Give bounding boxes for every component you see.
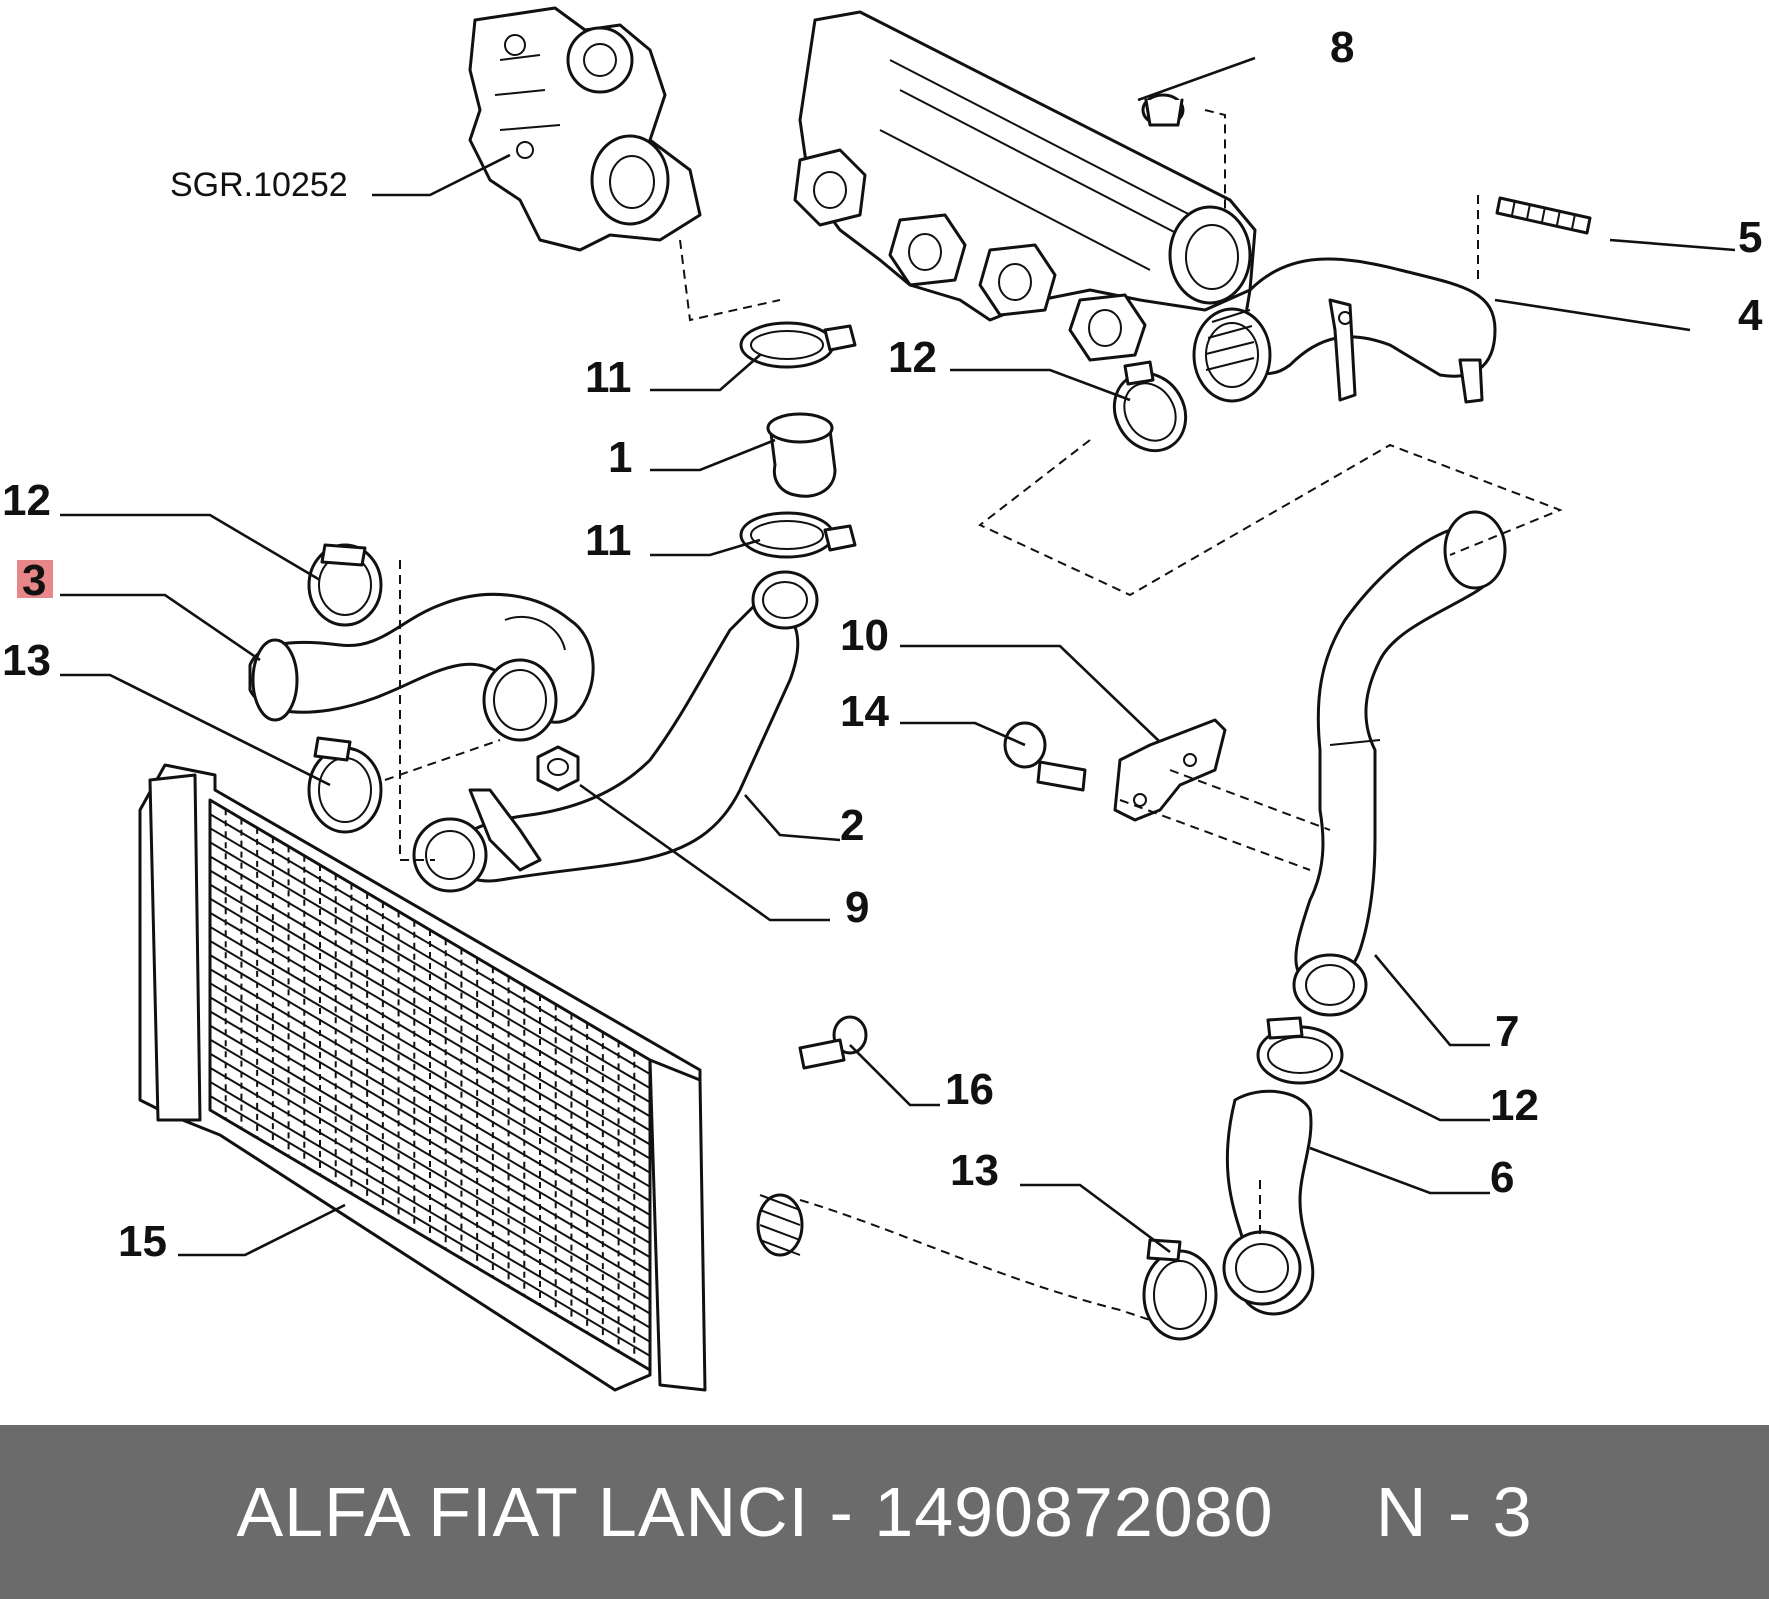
callout-3[interactable]: 3 — [22, 556, 46, 605]
intake-manifold — [793, 10, 1257, 362]
leader-lines — [60, 56, 1736, 1257]
callout-12-top: 12 — [888, 333, 937, 382]
parts-diagram: SGR.10252 8 5 4 11 12 1 11 12 3 13 10 14… — [2, 6, 1763, 1392]
callout-7: 7 — [1495, 1007, 1519, 1056]
callout-12-right: 12 — [1490, 1081, 1539, 1130]
hose-part-3[interactable] — [248, 592, 595, 742]
callout-14: 14 — [840, 687, 889, 736]
callout-3-highlight — [17, 560, 53, 598]
callout-11-top: 11 — [585, 353, 632, 402]
callout-4: 4 — [1738, 291, 1763, 340]
footer-part-info: ALFA FIAT LANCI - 1490872080 N - 3 — [236, 1472, 1532, 1552]
pipe-part-4 — [1192, 257, 1497, 404]
hose-part-1 — [766, 412, 837, 498]
footer-position: N - 3 — [1375, 1473, 1533, 1551]
clamp-12-left — [307, 543, 383, 627]
clamp-12-top-right — [1112, 360, 1188, 453]
callout-9: 9 — [845, 883, 869, 932]
pipe-part-7 — [1292, 510, 1507, 1017]
bolt-part-14 — [1003, 721, 1087, 792]
callout-1: 1 — [608, 433, 632, 482]
footer-brand-part: ALFA FIAT LANCI - 1490872080 — [236, 1473, 1274, 1551]
callout-12-left: 12 — [2, 476, 51, 525]
clamp-11-top — [739, 321, 857, 369]
stud-part-5 — [1495, 196, 1592, 235]
callout-10: 10 — [840, 611, 889, 660]
callout-13-left: 13 — [2, 636, 51, 685]
callout-2: 2 — [840, 801, 864, 850]
clamp-13-left — [307, 736, 383, 834]
hose-part-6 — [1222, 1089, 1315, 1316]
callout-15: 15 — [118, 1217, 167, 1266]
bolt-part-16 — [798, 1015, 868, 1070]
callout-5: 5 — [1738, 213, 1762, 262]
callout-6: 6 — [1490, 1153, 1514, 1202]
callout-13-bottom: 13 — [950, 1146, 999, 1195]
pipe-part-2 — [412, 570, 819, 893]
turbocharger — [468, 6, 702, 252]
callout-11-bottom: 11 — [585, 516, 632, 565]
plug-part-8 — [1141, 93, 1185, 127]
footer-bar: ALFA FIAT LANCI - 1490872080 N - 3 — [0, 1425, 1769, 1599]
intercooler-part-15 — [138, 763, 804, 1392]
clamp-12-right — [1256, 1016, 1344, 1085]
clamp-13-bottom — [1142, 1238, 1218, 1341]
connection-lines — [384, 109, 1563, 1321]
callout-16: 16 — [945, 1065, 994, 1114]
nut-part-9 — [536, 745, 580, 792]
reference-code: SGR.10252 — [170, 166, 348, 204]
callout-8: 8 — [1330, 23, 1354, 72]
clamp-11-bottom — [739, 511, 857, 559]
